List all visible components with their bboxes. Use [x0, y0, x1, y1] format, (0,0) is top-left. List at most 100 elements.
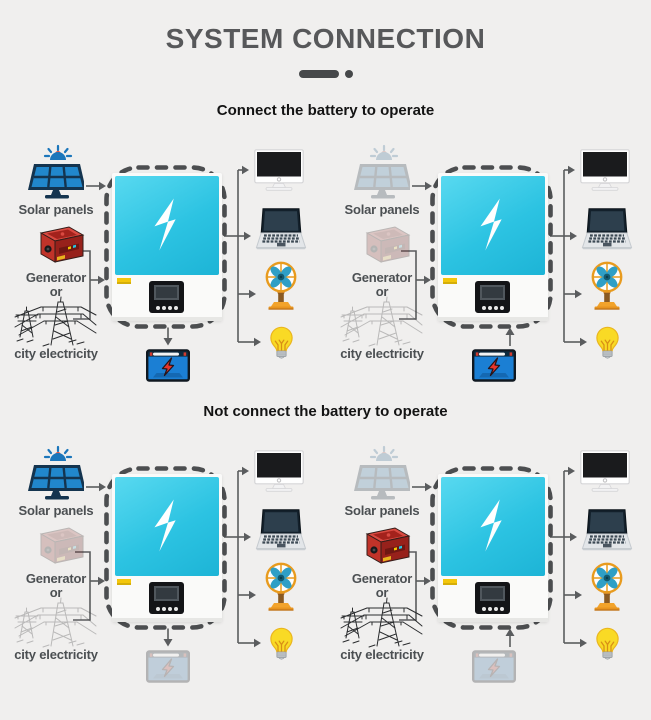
- section-no-battery: Not connect the battery to operate: [0, 403, 651, 719]
- inverter-lcd: [480, 285, 505, 300]
- warning-sticker: [443, 579, 457, 585]
- inverter-front-panel: [441, 176, 545, 275]
- bulb-icon: [267, 325, 296, 364]
- inverter-to-loads-lines: [550, 165, 587, 347]
- monitor-icon: [580, 149, 630, 191]
- battery-icon: [146, 346, 190, 382]
- laptop-icon: [581, 208, 633, 253]
- lightning-logo-icon: [480, 499, 502, 552]
- city-electricity-label: city electricity: [340, 346, 424, 361]
- generator-or-label: or: [375, 284, 389, 299]
- connection-lines: [399, 165, 587, 347]
- solar-to-inverter-arrow: [412, 181, 432, 191]
- warning-sticker: [117, 278, 131, 284]
- dashed-enclosure: [104, 466, 227, 630]
- inverter-to-battery-arrow: [163, 327, 173, 346]
- battery-icon: [146, 647, 190, 683]
- inverter-to-battery-arrow: [163, 628, 173, 647]
- fan-icon: [262, 261, 300, 311]
- section-heading-no-battery: Not connect the battery to operate: [203, 403, 448, 420]
- inverter: [112, 474, 222, 622]
- connection-lines: [399, 466, 587, 648]
- inverter-to-loads-lines: [550, 466, 587, 648]
- dashed-enclosure: [430, 466, 553, 630]
- generator-label: Generator: [351, 571, 413, 586]
- generator-label: Generator: [25, 270, 87, 285]
- inverter-display: [149, 582, 184, 614]
- solar-panels-label: Solar panels: [344, 202, 420, 217]
- dashed-enclosure: [430, 165, 553, 329]
- solar-panels-label: Solar panels: [344, 503, 420, 518]
- monitor-icon: [580, 450, 630, 492]
- inverter-buttons: [149, 607, 184, 611]
- solar-panels-label: Solar panels: [18, 202, 94, 217]
- solar-panels-icon: [348, 444, 410, 502]
- city-electricity-icon: [339, 295, 423, 347]
- inverter: [438, 173, 548, 321]
- city-electricity-label: city electricity: [14, 647, 98, 662]
- diagram-battery-connected-battery-powering: Solar panels Generator or: [326, 129, 651, 394]
- generator-label: Generator: [25, 571, 87, 586]
- dashed-enclosure: [104, 165, 227, 329]
- solar-panels-icon: [22, 143, 84, 201]
- diagram-no-battery-solar-input: Solar panels Generator or: [0, 430, 326, 719]
- fan-icon: [588, 562, 626, 612]
- city-electricity-label: city electricity: [14, 346, 98, 361]
- solar-to-inverter-arrow: [86, 181, 106, 191]
- divider-dot: [344, 70, 353, 78]
- battery-icon: [472, 346, 516, 382]
- divider-bar: [298, 70, 339, 78]
- divider: [0, 70, 651, 78]
- header: SYSTEM CONNECTION: [0, 0, 651, 78]
- connection-lines: [73, 466, 261, 648]
- solar-to-inverter-arrow: [86, 482, 106, 492]
- inverter-to-loads-lines: [224, 165, 261, 347]
- generator-icon: [353, 224, 413, 271]
- diagram-battery-connected-all-sources-charging: Solar panels Generator or: [0, 129, 326, 394]
- inverter-display: [149, 281, 184, 313]
- bulb-icon: [593, 325, 622, 364]
- battery-to-inverter-arrow: [505, 327, 515, 346]
- solar-to-inverter-arrow: [412, 482, 432, 492]
- bulb-icon: [593, 626, 622, 665]
- city-electricity-icon: [13, 295, 97, 347]
- laptop-icon: [581, 509, 633, 554]
- diagram-no-battery-generator-grid-input: Solar panels Generator or: [326, 430, 651, 719]
- inverter-lcd: [154, 586, 179, 601]
- warning-sticker: [443, 278, 457, 284]
- generator-label: Generator: [351, 270, 413, 285]
- page-title: SYSTEM CONNECTION: [165, 23, 486, 54]
- inverter-front-panel: [441, 477, 545, 576]
- inverter-display: [475, 582, 510, 614]
- inverter-lcd: [154, 285, 179, 300]
- solar-panels-icon: [348, 143, 410, 201]
- lightning-logo-icon: [154, 499, 176, 552]
- fan-icon: [588, 261, 626, 311]
- inverter-display: [475, 281, 510, 313]
- diagram-row-bottom: Solar panels Generator or: [0, 430, 651, 719]
- inverter-front-panel: [115, 176, 219, 275]
- inverter-buttons: [475, 306, 510, 310]
- inverter-buttons: [149, 306, 184, 310]
- inverter-front-panel: [115, 477, 219, 576]
- warning-sticker: [117, 579, 131, 585]
- fan-icon: [262, 562, 300, 612]
- bulb-icon: [267, 626, 296, 665]
- generator-or-label: or: [375, 585, 389, 600]
- generator-or-label: or: [49, 585, 63, 600]
- inverter-to-loads-lines: [224, 466, 261, 648]
- monitor-icon: [254, 149, 304, 191]
- section-battery-connected: Connect the battery to operate: [0, 102, 651, 394]
- solar-panels-label: Solar panels: [18, 503, 94, 518]
- lightning-logo-icon: [154, 198, 176, 251]
- generator-icon: [353, 525, 413, 572]
- city-electricity-icon: [13, 596, 97, 648]
- inverter-lcd: [480, 586, 505, 601]
- solar-panels-icon: [22, 444, 84, 502]
- city-electricity-icon: [339, 596, 423, 648]
- diagram-row-top: Solar panels Generator or: [0, 129, 651, 394]
- lightning-logo-icon: [480, 198, 502, 251]
- monitor-icon: [254, 450, 304, 492]
- battery-icon: [472, 647, 516, 683]
